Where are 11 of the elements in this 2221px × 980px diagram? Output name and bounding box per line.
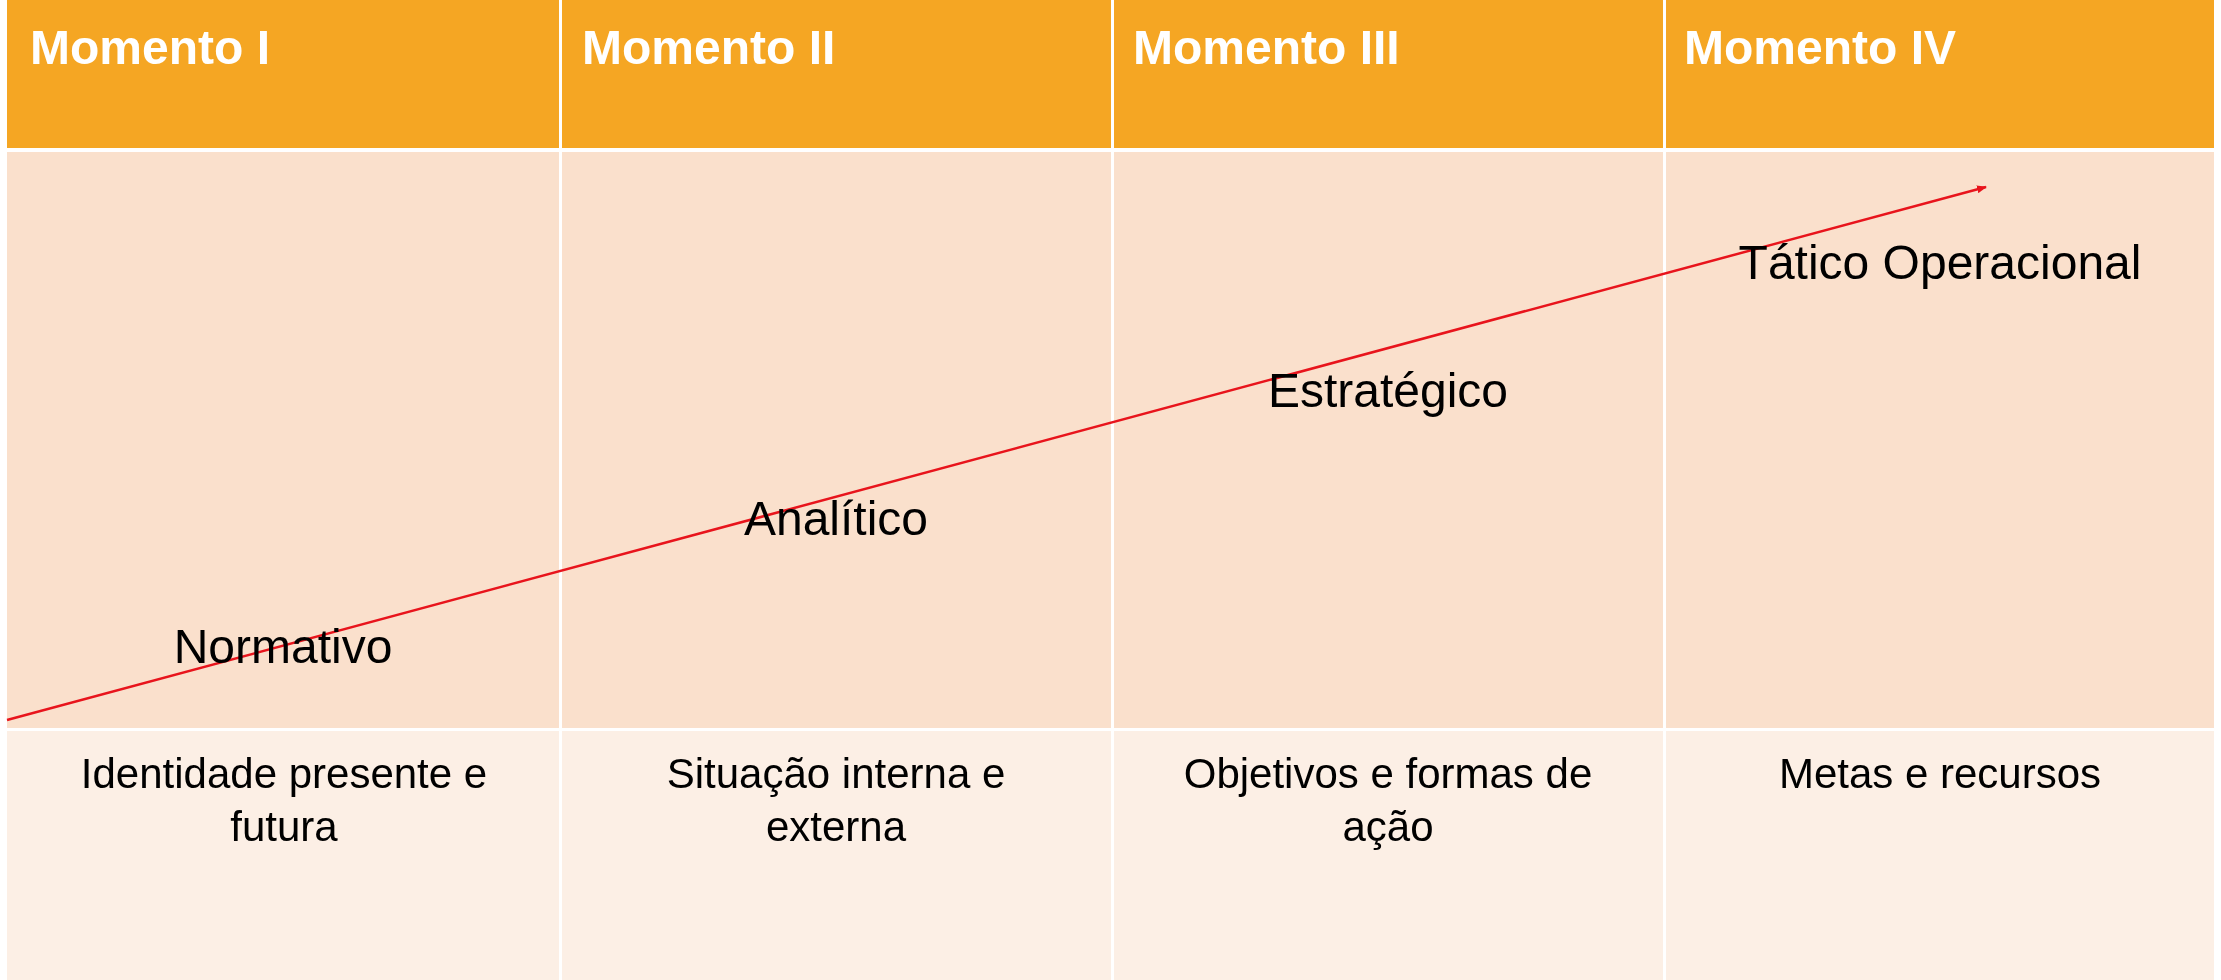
header-text: Momento II [582,20,836,75]
cell-text: Situação interna e externa [665,749,1007,852]
stage-label: Analítico [743,490,929,546]
cell-text: Identidade presente e futura [79,749,489,852]
header-text: Momento I [30,20,270,75]
header-text: Momento IV [1684,20,1956,75]
stage-label: Tático Operacional [1738,234,2142,290]
cell-text: Objetivos e formas de ação [1182,749,1594,852]
header-text: Momento III [1133,20,1400,75]
cell-text: Metas e recursos [1777,749,2103,799]
stage-label: Estratégico [1267,362,1509,418]
